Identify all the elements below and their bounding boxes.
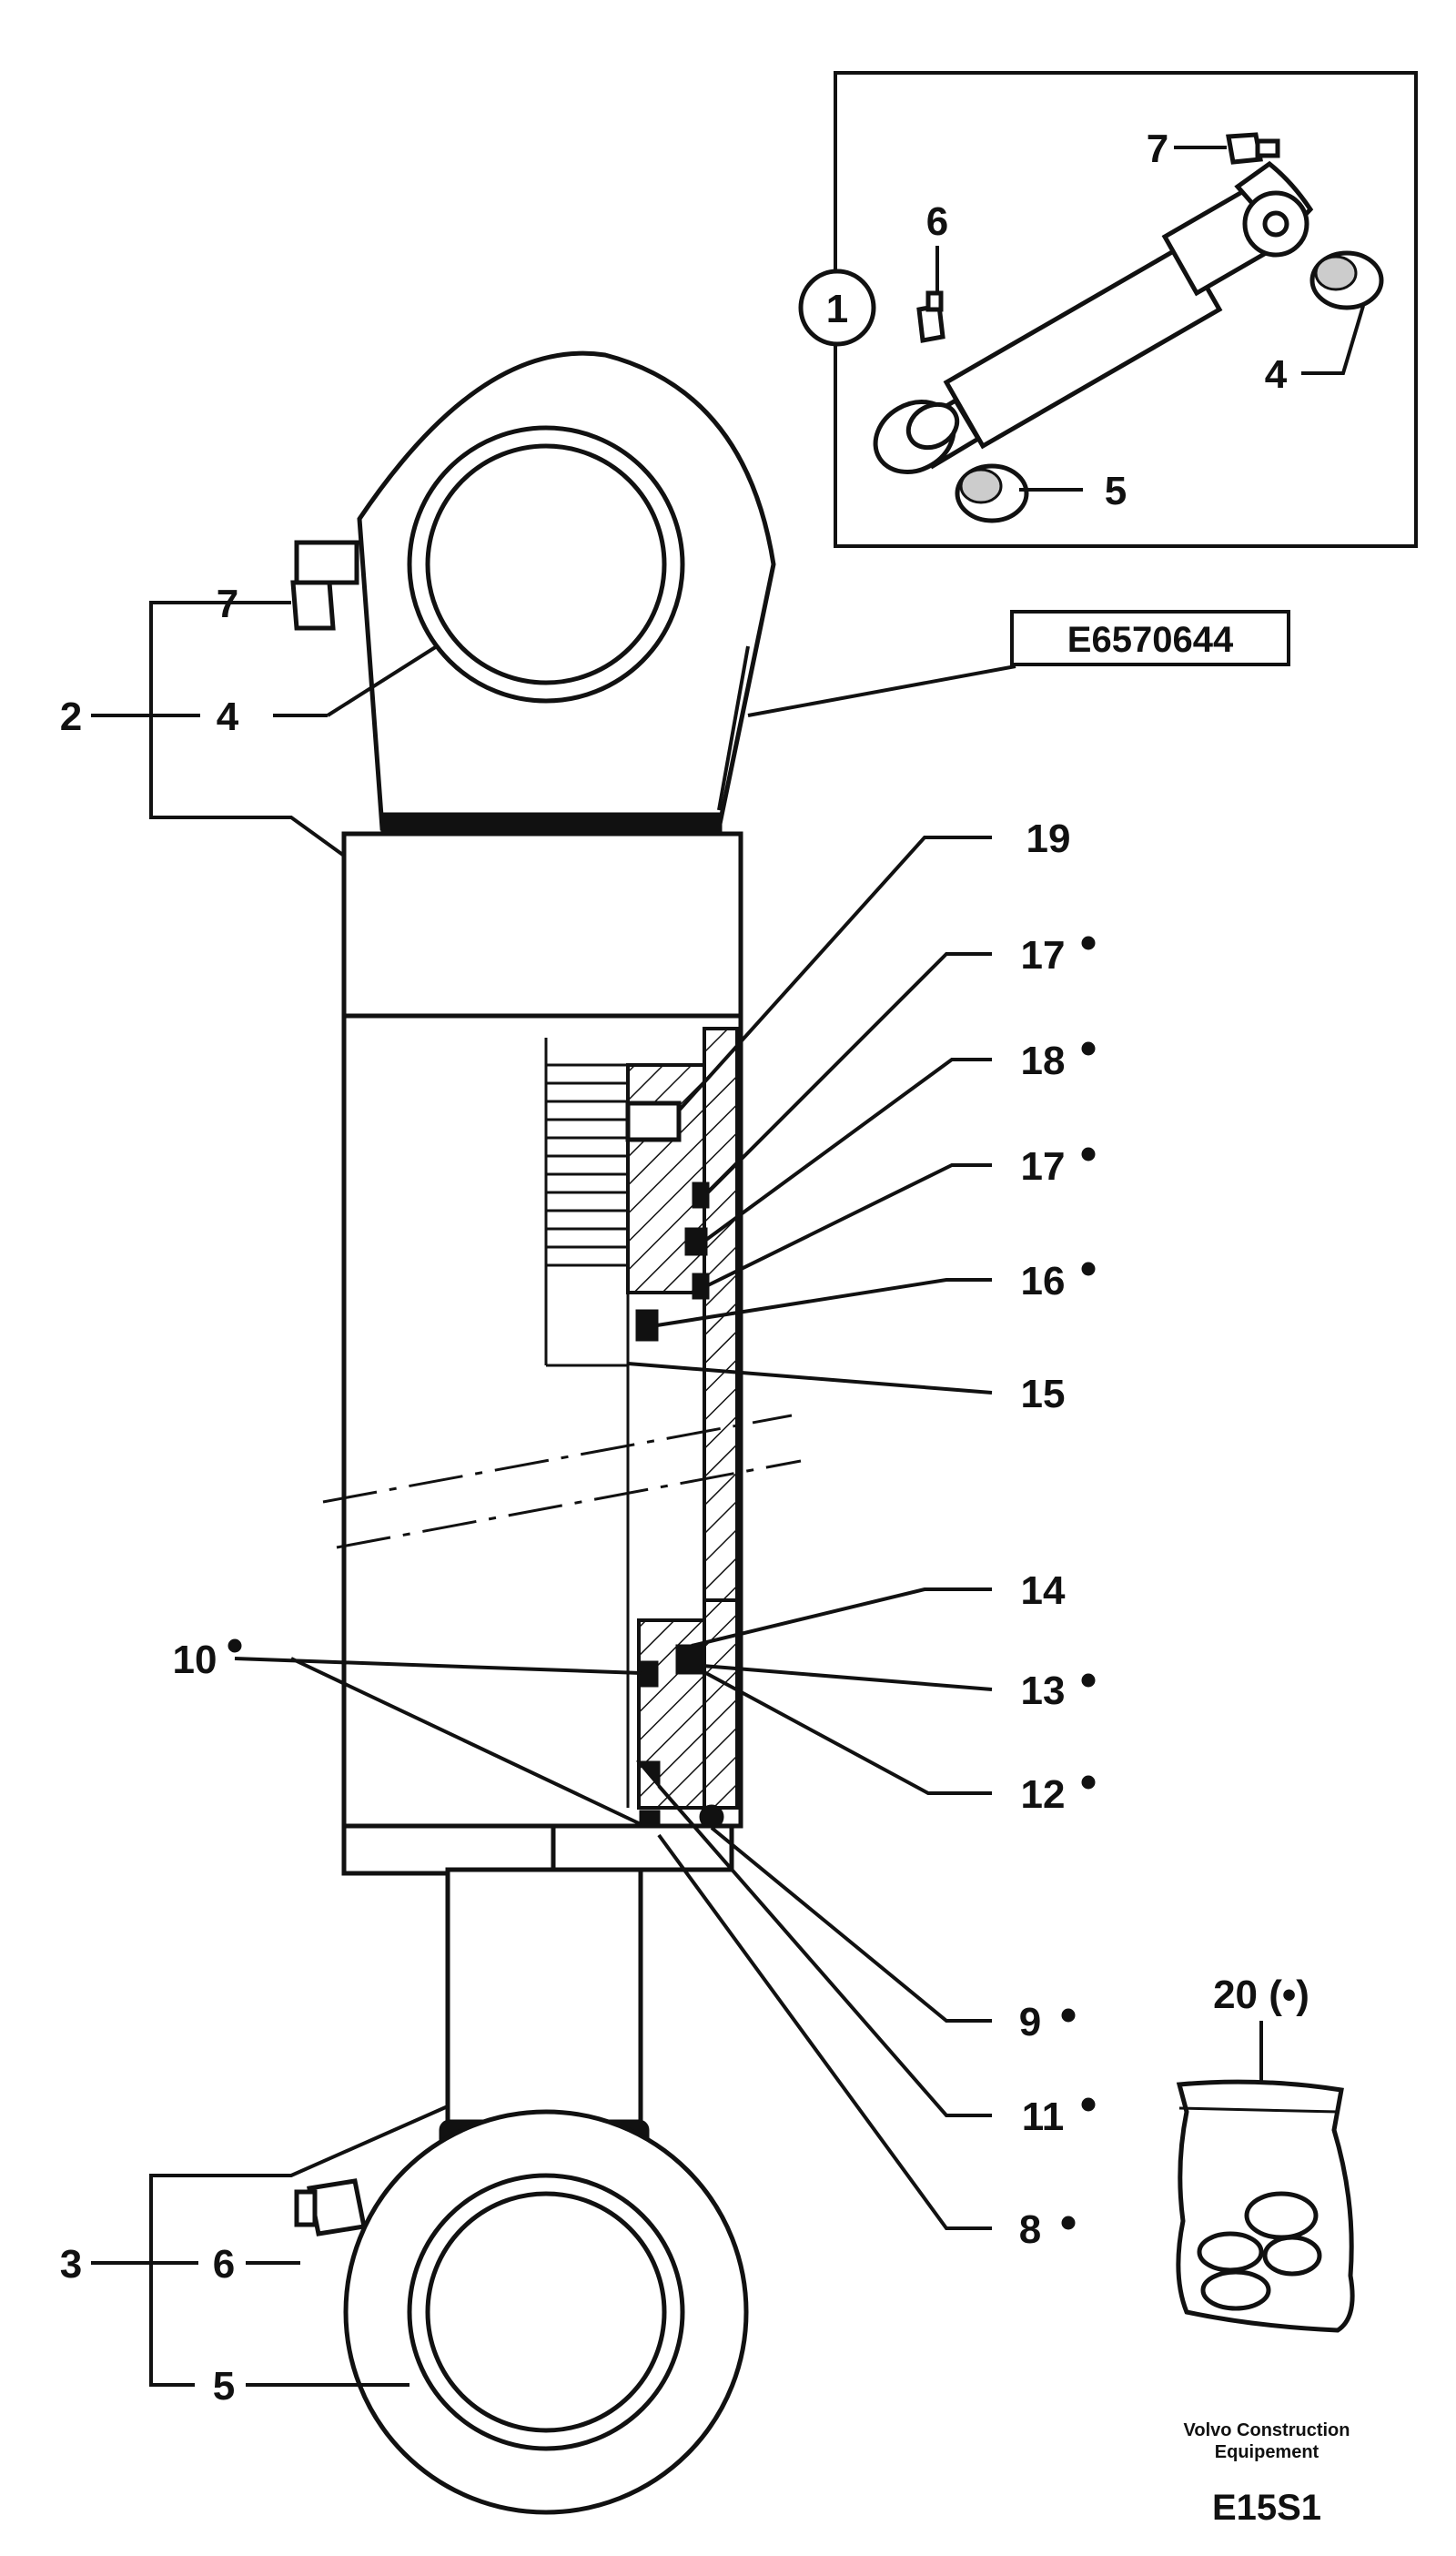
label-6-detail: 6 bbox=[926, 199, 948, 244]
section-cutaway bbox=[539, 1027, 739, 1871]
label-1: 1 bbox=[826, 287, 848, 331]
label-3: 3 bbox=[60, 2242, 82, 2287]
detail-inset: 1 bbox=[798, 71, 1418, 548]
label-18: 18 bbox=[1021, 1039, 1066, 1083]
label-10: 10 bbox=[173, 1638, 217, 1682]
label-8: 8 bbox=[1019, 2207, 1041, 2252]
inset-bushing-5 bbox=[955, 463, 1029, 523]
label-11: 11 bbox=[1022, 2094, 1065, 2139]
label-14: 14 bbox=[1021, 1568, 1066, 1613]
part-code-box bbox=[1010, 610, 1290, 666]
company-line-1: Volvo Construction bbox=[1184, 2420, 1350, 2440]
label-15: 15 bbox=[1021, 1372, 1066, 1416]
inset-nipple-6 bbox=[916, 290, 945, 343]
label-2: 2 bbox=[60, 695, 82, 739]
figure-code: E15S1 bbox=[1212, 2488, 1321, 2528]
label-4-main: 4 bbox=[217, 695, 239, 739]
inset-bushing-4 bbox=[1309, 250, 1384, 310]
label-16: 16 bbox=[1021, 1259, 1066, 1303]
inset-cylinder bbox=[873, 160, 1314, 474]
label-5-main: 5 bbox=[213, 2364, 235, 2409]
label-19: 19 bbox=[1026, 816, 1071, 861]
part-code: E6570644 bbox=[1067, 620, 1234, 660]
company-line-2: Equipement bbox=[1215, 2442, 1320, 2462]
thread-lines bbox=[546, 1063, 628, 1267]
label-17b: 17 bbox=[1021, 1144, 1066, 1189]
break-lines bbox=[322, 1414, 802, 1549]
label-12: 12 bbox=[1021, 1772, 1066, 1817]
callout-circle-1 bbox=[798, 269, 876, 347]
label-7-main: 7 bbox=[217, 582, 238, 626]
piston-rod bbox=[445, 1867, 643, 2136]
label-7-detail: 7 bbox=[1147, 127, 1168, 171]
label-4-detail: 4 bbox=[1265, 352, 1288, 397]
label-9: 9 bbox=[1019, 2000, 1041, 2044]
label-6-main: 6 bbox=[213, 2242, 235, 2287]
label-13: 13 bbox=[1021, 1668, 1066, 1713]
label-20: 20 (•) bbox=[1213, 1973, 1309, 2017]
bottom-eye bbox=[343, 2109, 749, 2515]
cylinder-head bbox=[341, 831, 743, 1019]
lower-collar bbox=[341, 1823, 556, 1876]
label-17a: 17 bbox=[1021, 933, 1066, 978]
main-labels: 7 2 4 E6570644 19 17 18 17 16 15 14 13 1… bbox=[60, 582, 1290, 2409]
leader-lines bbox=[91, 601, 1016, 2387]
top-grease-nipple bbox=[290, 540, 359, 631]
label-5-detail: 5 bbox=[1105, 469, 1127, 513]
inset-nipple-7 bbox=[1226, 132, 1280, 165]
bottom-grease-nipple bbox=[294, 2178, 367, 2236]
top-eye bbox=[357, 350, 776, 839]
main-cylinder bbox=[290, 350, 802, 2515]
seal-kit-bag: 20 (•) bbox=[1176, 1973, 1355, 2333]
gland-end bbox=[551, 1823, 734, 1872]
footer: Volvo Construction Equipement E15S1 bbox=[1184, 2420, 1350, 2528]
